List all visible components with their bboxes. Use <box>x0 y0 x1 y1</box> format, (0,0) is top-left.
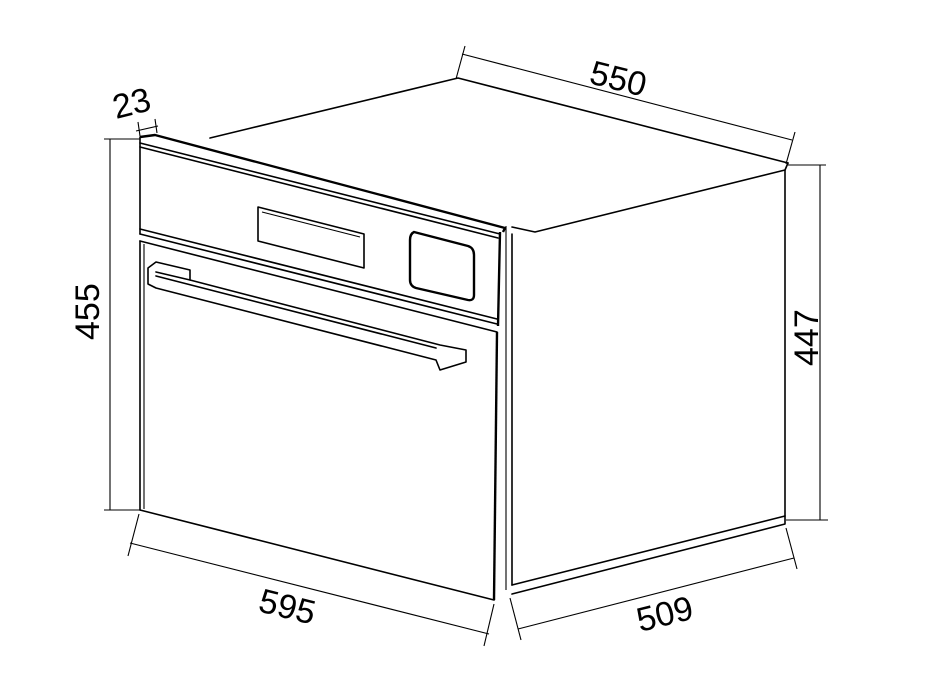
dim-509-ext-right <box>785 527 798 570</box>
control-knob-window <box>408 230 476 302</box>
control-panel-bottom-inner <box>139 228 498 320</box>
dim-595-line <box>129 542 490 635</box>
door-bottom <box>139 509 495 601</box>
label-550: 550 <box>586 54 650 105</box>
door-top <box>139 240 498 333</box>
dim-509-line <box>517 557 795 630</box>
dim-550-ext-left <box>455 45 466 80</box>
label-23: 23 <box>109 81 155 127</box>
top-surface-back-edge <box>209 77 789 164</box>
control-panel-right <box>496 231 502 327</box>
control-panel-bottom <box>139 233 498 325</box>
dim-550-line <box>461 53 793 141</box>
door-handle <box>147 261 467 371</box>
label-447: 447 <box>788 309 826 366</box>
label-595: 595 <box>255 582 319 633</box>
door-handle-left-cap <box>155 271 191 281</box>
oven-body <box>139 77 789 601</box>
top-surface-right-edge <box>511 162 789 233</box>
control-panel-top-inner <box>139 146 499 239</box>
control-panel-top-inner2 <box>139 142 501 235</box>
control-panel-top <box>139 133 507 233</box>
dim-23-ext-right <box>154 118 158 134</box>
dim-509-ext-left <box>509 597 522 641</box>
dim-595-ext-left <box>127 513 140 557</box>
display-window-inner <box>261 211 361 238</box>
label-455: 455 <box>69 283 107 340</box>
display-window <box>257 206 365 269</box>
dim-23-ext-left <box>137 121 141 137</box>
dimension-lines <box>104 45 828 647</box>
dim-595-ext-right <box>483 603 495 647</box>
door-right <box>492 331 499 601</box>
dim-550-ext-right <box>785 131 796 165</box>
door-handle-bar <box>155 275 437 349</box>
side-bottom-edge <box>511 515 786 595</box>
